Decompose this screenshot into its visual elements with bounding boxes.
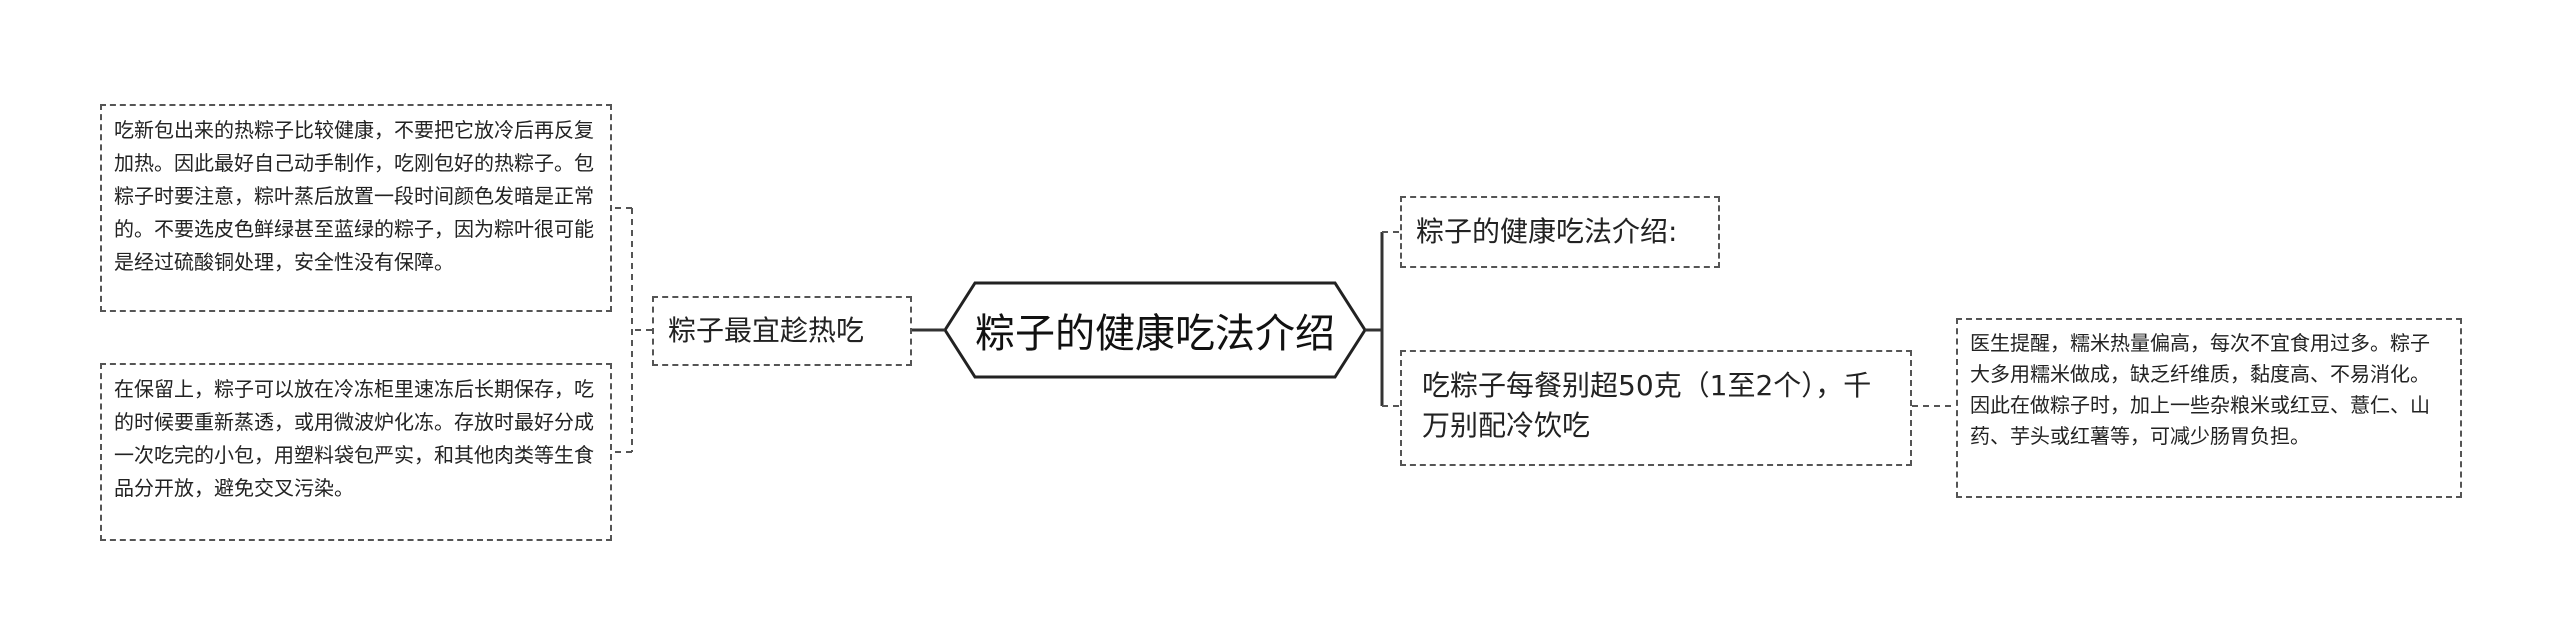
right-branch-node-1[interactable]: 粽子的健康吃法介绍:	[1400, 196, 1720, 268]
right-branch-node-2[interactable]: 吃粽子每餐别超50克（1至2个），千万别配冷饮吃	[1400, 350, 1912, 466]
connector-right-branches	[1382, 231, 1400, 407]
connector-root-right	[1365, 232, 1384, 406]
left-leaf-node-1[interactable]: 吃新包出来的热粽子比较健康，不要把它放冷后再反复加热。因此最好自己动手制作，吃刚…	[100, 104, 612, 312]
right-leaf-node[interactable]: 医生提醒，糯米热量偏高，每次不宜食用过多。粽子大多用糯米做成，缺乏纤维质，黏度高…	[1956, 318, 2462, 498]
left-leaf-node-2[interactable]: 在保留上，粽子可以放在冷冻柜里速冻后长期保存，吃的时候要重新蒸透，或用微波炉化冻…	[100, 363, 612, 541]
left-branch-node[interactable]: 粽子最宜趁热吃	[652, 296, 912, 366]
root-node[interactable]: 粽子的健康吃法介绍	[975, 311, 1335, 357]
connector-left-leaves	[612, 207, 652, 453]
